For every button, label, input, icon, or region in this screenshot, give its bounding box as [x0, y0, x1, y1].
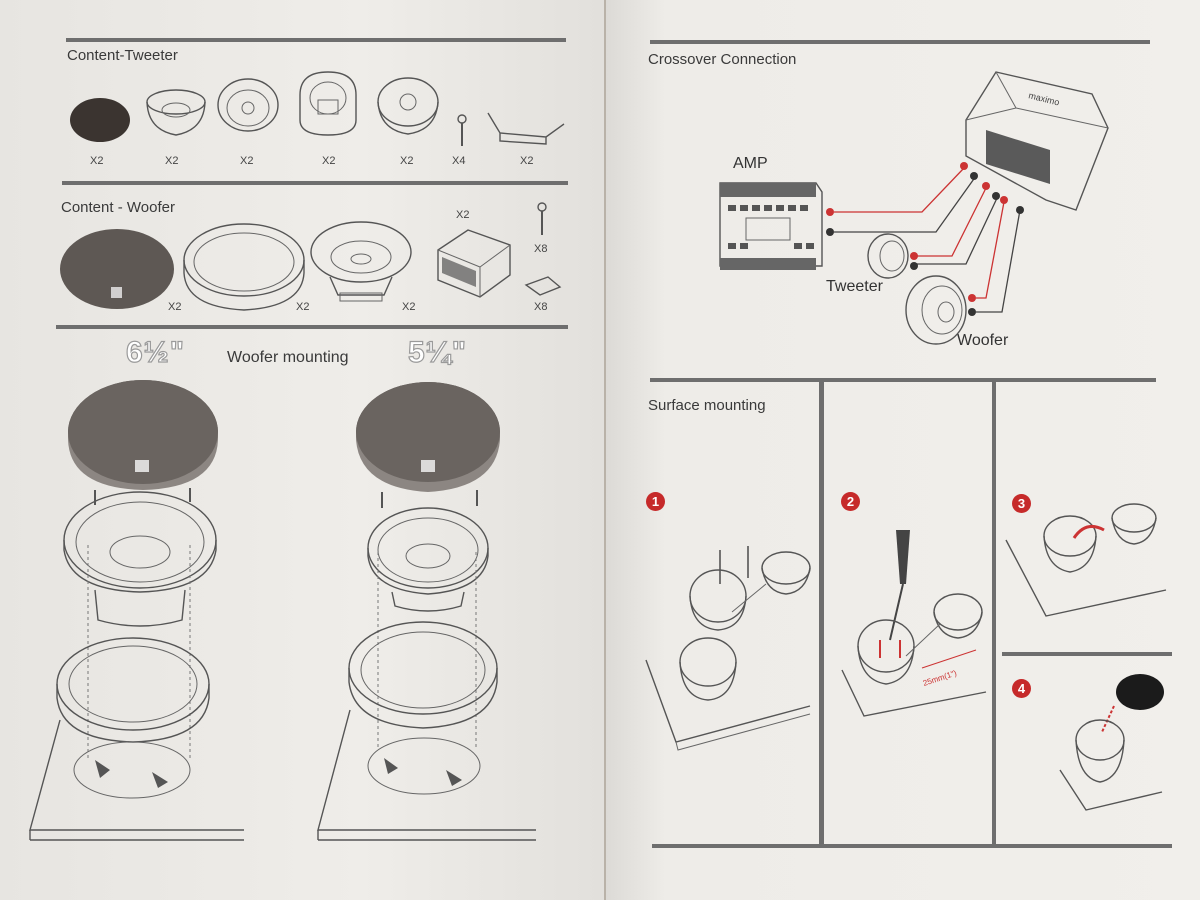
tweeter-section-title: Content-Tweeter: [67, 47, 178, 64]
qty-flush-cup: X2: [240, 155, 254, 167]
mounting-section-rule: [56, 325, 568, 329]
woofer-diagram-icon: [905, 275, 967, 345]
exploded-view-large: [29, 380, 244, 841]
woofer-section-rule: [62, 181, 568, 185]
size-label-small: 5¼": [407, 335, 467, 369]
step-2-illustration: 25mm(1"): [841, 530, 987, 717]
tweeter-cap: [70, 98, 130, 142]
step-3-illustration: [1005, 503, 1167, 617]
tweeter-parts-illustration: [70, 71, 565, 146]
mounting-ring: [183, 223, 305, 311]
qty-mounting-ring: X2: [296, 301, 310, 313]
panel-divider-1: [819, 382, 824, 846]
qty-tweeter-unit: X2: [165, 155, 179, 167]
flush-mount-cup: [217, 78, 279, 132]
qty-woofer-screw: X8: [534, 243, 548, 255]
bracket-icon: [487, 112, 565, 145]
surface-section-rule: [650, 378, 1156, 382]
woofer-grille: [60, 229, 174, 309]
qty-clip: X8: [534, 301, 548, 313]
qty-tweeter-screw: X4: [452, 155, 466, 167]
step-2-badge: 2: [841, 492, 860, 511]
woofer-speaker: [310, 221, 412, 302]
qty-angled-cup: X2: [400, 155, 414, 167]
screw-icon: [457, 114, 467, 146]
left-page: Content-Tweeter: [0, 0, 604, 900]
woofer-label: Woofer: [957, 332, 1009, 349]
crossover-section-title: Crossover Connection: [648, 51, 797, 68]
woofer-section-title: Content - Woofer: [61, 199, 175, 216]
step-1-badge: 1: [646, 492, 665, 511]
crossover-brand-text: maximo: [1028, 90, 1061, 107]
mounting-section-title: Woofer mounting: [227, 349, 349, 366]
panel-divider-3: [1002, 652, 1172, 656]
angled-mount-cup: [377, 77, 439, 135]
amp-label: AMP: [733, 155, 768, 172]
tweeter-label: Tweeter: [826, 278, 883, 295]
qty-surface-cup: X2: [322, 155, 336, 167]
woofer-screw-icon: [537, 202, 547, 235]
clip-icon: [524, 276, 562, 296]
tweeter-section-rule: [66, 38, 566, 42]
step-3-badge: 3: [1012, 494, 1031, 513]
qty-woofer: X2: [402, 301, 416, 313]
right-page: Crossover Connection AMP Tweeter Woofer …: [606, 0, 1200, 900]
crossover-section-rule: [650, 40, 1150, 44]
qty-bracket: X2: [520, 155, 534, 167]
crossover-unit: [437, 229, 511, 298]
step-1-illustration: [645, 546, 811, 751]
qty-tweeter-cap: X2: [90, 155, 104, 167]
surface-section-title: Surface mounting: [648, 397, 766, 414]
qty-crossover: X2: [456, 209, 470, 221]
tweeter-diagram-icon: [867, 233, 909, 279]
crossover-wiring-diagram: maximo: [719, 71, 1109, 345]
surface-mount-cup: [299, 71, 357, 136]
size-label-large: 6½": [125, 335, 185, 369]
surface-mounting-steps: 25mm(1"): [645, 503, 1167, 811]
exploded-view-small: [317, 382, 536, 841]
wire-terminals: [826, 162, 1024, 316]
woofer-mounting-illustration: [29, 380, 536, 841]
surface-bottom-rule: [652, 844, 1172, 848]
panel-divider-2: [992, 382, 996, 846]
qty-woofer-grille: X2: [168, 301, 182, 313]
tweeter-unit: [146, 89, 206, 136]
step-4-illustration: [1059, 674, 1164, 811]
step-4-badge: 4: [1012, 679, 1031, 698]
measure-label: 25mm(1"): [922, 668, 958, 687]
woofer-parts-illustration: [60, 202, 562, 311]
amplifier: [719, 182, 823, 270]
